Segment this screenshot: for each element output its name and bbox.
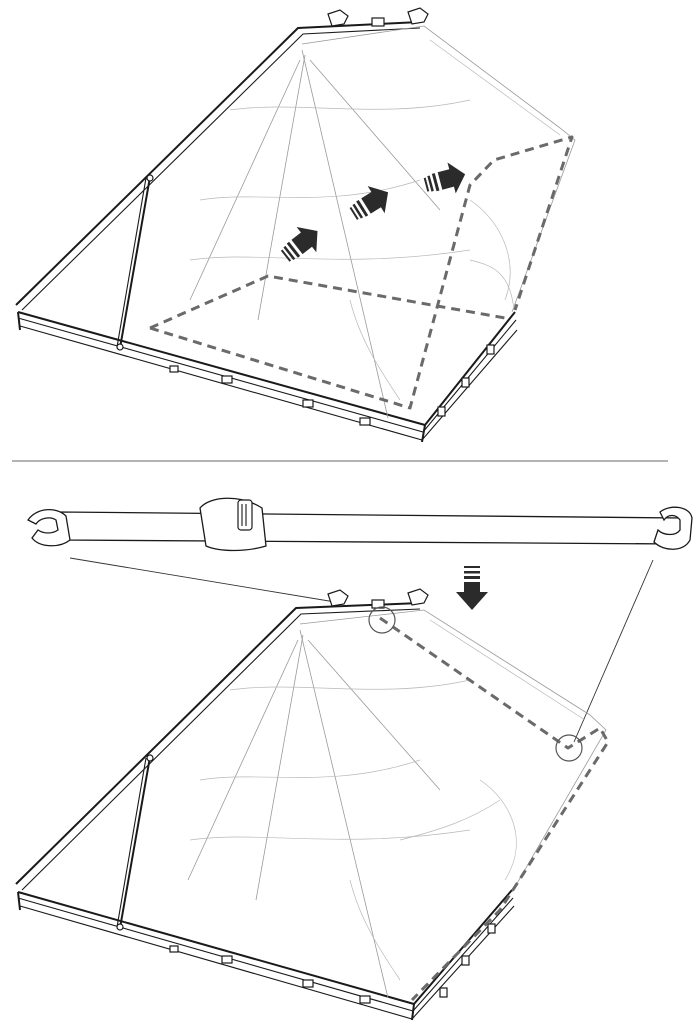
callout-circle <box>555 734 583 762</box>
tent-fabric <box>189 25 576 419</box>
strut-pivot <box>116 343 124 351</box>
down-arrow-icon <box>456 566 488 610</box>
support-pole <box>27 497 693 552</box>
leader-line <box>573 559 654 743</box>
hinge-left <box>327 9 349 27</box>
pole-end-clip-left <box>27 509 71 547</box>
hinge-right <box>407 588 429 606</box>
tent-upper-frame <box>15 7 429 351</box>
base-clip <box>169 945 179 953</box>
block-arrow-icon <box>280 227 318 262</box>
base-clip <box>359 417 371 426</box>
panel-top <box>15 7 576 443</box>
dashed-fold-guide <box>379 616 610 1002</box>
base-clip <box>169 365 179 373</box>
base-clip <box>461 955 470 966</box>
strut-pivot <box>146 754 154 762</box>
base-clip <box>486 344 495 355</box>
tent-fabric <box>187 609 607 999</box>
pole-joint-connector <box>199 497 267 552</box>
panel-bottom <box>15 497 693 1021</box>
tent-base-platform <box>17 889 515 1021</box>
base-clip <box>439 987 448 998</box>
dashed-fold-guide <box>149 135 574 410</box>
strut-pivot <box>116 923 124 931</box>
strut-pivot <box>146 174 154 182</box>
tent-base-platform <box>17 311 518 443</box>
base-clip <box>487 923 496 934</box>
hinge-left <box>327 589 349 607</box>
base-clip <box>302 399 314 408</box>
base-clip <box>221 955 233 964</box>
base-clip <box>437 406 446 417</box>
block-arrow-icon <box>423 162 466 194</box>
base-clip <box>461 377 470 388</box>
hinge-right <box>407 7 429 25</box>
base-clip <box>221 375 233 384</box>
callout-circle <box>368 606 396 634</box>
pole-end-clip-right <box>653 506 693 550</box>
base-clip <box>359 995 371 1004</box>
tent-upper-frame <box>15 588 429 931</box>
center-latch <box>371 17 385 27</box>
pole-lock-knob <box>237 499 253 531</box>
leader-line <box>69 557 336 603</box>
base-clip <box>302 979 314 988</box>
block-arrow-icon <box>349 186 389 220</box>
